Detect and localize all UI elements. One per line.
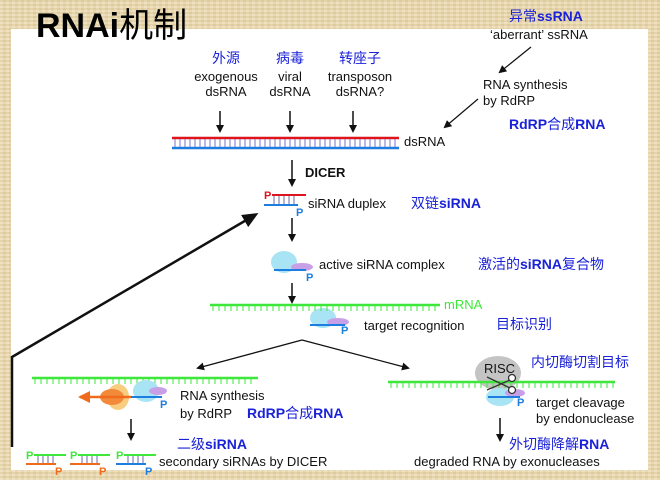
left-rdrp-cn-a: RdRP xyxy=(247,405,286,421)
arrow-rdrp-to-dsrna xyxy=(443,98,479,129)
source-viral-line2: dsRNA xyxy=(269,84,311,99)
mrna-target-recognition: P xyxy=(210,303,440,337)
secondary-sirna-duplex: PP xyxy=(70,450,110,478)
arrow-branch-right xyxy=(301,339,410,371)
sirna-duplex-cn-a: 双链 xyxy=(411,196,439,212)
aberrant-cn-prefix: 异常 xyxy=(509,9,537,25)
svg-text:P: P xyxy=(160,399,167,411)
left-rdrp-line2: by RdRP xyxy=(180,406,233,421)
rdrp-top-cn-b: 合成 xyxy=(547,117,576,133)
source-viral-cn: 病毒 xyxy=(276,51,304,67)
sirna-duplex-label: siRNA duplex xyxy=(308,196,387,211)
svg-text:P: P xyxy=(517,397,524,409)
active-complex-cn-b: siRNA xyxy=(520,256,563,272)
endonuclease-cn-label: 内切酶切割目标 xyxy=(531,355,629,371)
target-cleavage-line1: target cleavage xyxy=(536,395,625,410)
dicer-label: DICER xyxy=(305,165,346,180)
source-exogenous-cn: 外源 xyxy=(212,51,240,67)
secondary-sirna-duplex: PP xyxy=(26,450,66,478)
active-complex-cn-label: 激活的siRNA复合物 xyxy=(478,257,604,272)
secondary-sirna-duplex: PP xyxy=(116,450,156,478)
phosphate-label: P xyxy=(99,466,106,478)
scissors-icon xyxy=(486,373,517,395)
active-complex-cn-c: 复合物 xyxy=(562,257,605,273)
left-rdrp-line1: RNA synthesis xyxy=(180,388,265,403)
active-complex-label: active siRNA complex xyxy=(319,257,445,272)
exonuclease-cn-b: RNA xyxy=(579,436,610,452)
rdrp-top-cn-label: RdRP合成RNA xyxy=(509,117,605,132)
risc-label: RISC xyxy=(484,361,515,376)
active-sirna-complex: P xyxy=(271,251,313,284)
arrow-aberrant-to-rdrp xyxy=(498,46,532,74)
target-recognition-label: target recognition xyxy=(364,318,465,333)
risc-cleavage-molecule: RISC P xyxy=(388,356,615,409)
phosphate-label: P xyxy=(26,450,33,462)
secondary-cn-b: siRNA xyxy=(205,436,248,452)
source-exogenous-line2: dsRNA xyxy=(205,84,247,99)
left-rdrp-cn-c: RNA xyxy=(313,405,344,421)
phosphate-label: P xyxy=(55,466,62,478)
secondary-sirna-label: secondary siRNAs by DICER xyxy=(159,454,328,469)
title-latin: RNAi xyxy=(36,7,120,45)
exonuclease-cn-a: 外切酶降解 xyxy=(509,437,579,453)
phosphate-5p-blue: P xyxy=(296,207,303,219)
aberrant-cn-suffix: ssRNA xyxy=(537,8,583,24)
aberrant-en-label: ‘aberrant’ ssRNA xyxy=(490,27,588,42)
rdrp-top-cn-c: RNA xyxy=(575,116,606,132)
target-cleavage-line2: by endonuclease xyxy=(536,411,635,426)
slide-title: RNAi机制 xyxy=(36,6,187,46)
exonuclease-cn-label: 外切酶降解RNA xyxy=(509,437,609,452)
title-chinese: 机制 xyxy=(119,6,188,46)
svg-text:P: P xyxy=(306,272,313,284)
source-transposon-cn: 转座子 xyxy=(339,51,381,67)
source-transposon-line1: transposon xyxy=(327,69,393,84)
phosphate-5p-red: P xyxy=(264,190,271,202)
mrna-label: mRNA xyxy=(444,297,483,312)
rdrp-top-line2: by RdRP xyxy=(483,93,536,108)
sirna-duplex-cn-b: siRNA xyxy=(439,195,482,211)
dsrna-molecule xyxy=(172,136,399,150)
sirna-duplex-molecule: P P xyxy=(264,190,306,219)
phosphate-label: P xyxy=(116,450,123,462)
rdrp-synthesis-molecule: P xyxy=(32,376,258,411)
arrow-branch-left xyxy=(196,339,303,371)
source-transposon-line2: dsRNA? xyxy=(335,84,385,99)
rdrp-top-line1: RNA synthesis xyxy=(483,77,568,92)
source-exogenous-line1: exogenous xyxy=(194,69,258,84)
aberrant-cn-label: 异常ssRNA xyxy=(509,9,583,24)
degraded-rna-label: degraded RNA by exonucleases xyxy=(414,454,600,469)
secondary-cn-a: 二级 xyxy=(177,437,205,453)
secondary-sirna-cn-label: 二级siRNA xyxy=(177,437,247,452)
rdrp-top-cn-a: RdRP xyxy=(509,116,548,132)
active-complex-cn-a: 激活的 xyxy=(478,257,520,273)
left-rdrp-cn-b: 合成 xyxy=(285,406,314,422)
phosphate-label: P xyxy=(70,450,77,462)
source-viral-line1: viral xyxy=(278,69,302,84)
phosphate-label: P xyxy=(145,466,152,478)
sirna-duplex-cn-label: 双链siRNA xyxy=(411,196,481,211)
feedback-arrow xyxy=(10,212,259,447)
svg-text:P: P xyxy=(341,325,348,337)
target-recognition-cn: 目标识别 xyxy=(496,317,552,333)
dsrna-label: dsRNA xyxy=(404,134,446,149)
left-rdrp-cn-label: RdRP合成RNA xyxy=(247,406,343,421)
